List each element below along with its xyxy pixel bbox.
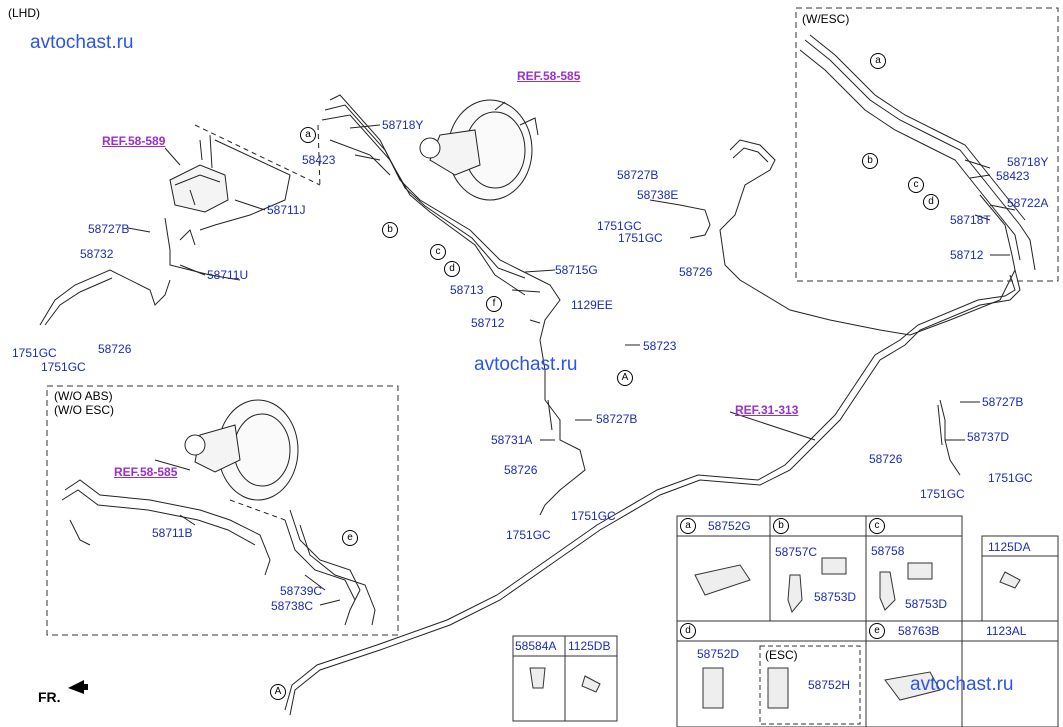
part-58726-top[interactable]: 58726 [679,265,713,279]
part-58713[interactable]: 58713 [450,283,484,297]
table-letter-b: b [773,518,789,534]
table-code-small-2[interactable]: 1125DB [568,639,611,653]
table-code-d1[interactable]: 58752D [697,647,740,661]
callout-a[interactable]: a [300,127,316,143]
table-code-d2[interactable]: 58752H [808,678,851,692]
part-58712-esc[interactable]: 58712 [950,248,984,262]
table-letter-d: d [680,623,696,639]
part-58738E[interactable]: 58738E [637,188,679,202]
part-58711J[interactable]: 58711J [267,203,306,217]
table-code-c1[interactable]: 58758 [871,544,905,558]
part-58712[interactable]: 58712 [471,316,505,330]
part-1751GC-right-1[interactable]: 1751GC [988,471,1033,485]
reference-58-585-box[interactable]: REF.58-585 [114,465,178,479]
table-code-small-1[interactable]: 58584A [515,639,557,653]
part-58715G[interactable]: 58715G [555,263,598,277]
part-1751GC-left-2[interactable]: 1751GC [41,360,86,374]
reference-58-585-top[interactable]: REF.58-585 [517,69,581,83]
brake-booster-top [419,99,539,201]
part-58726-left[interactable]: 58726 [98,342,132,356]
part-58711B[interactable]: 58711B [152,526,193,540]
variant-label: (LHD) [8,6,40,20]
part-58722A[interactable]: 58722A [1007,196,1049,210]
brake-booster-lower [184,399,299,501]
part-58711U[interactable]: 58711U [207,268,249,282]
part-58423-esc[interactable]: 58423 [996,169,1030,183]
part-58718Y-esc[interactable]: 58718Y [1007,155,1049,169]
table-code-c2[interactable]: 58753D [905,597,948,611]
part-58423[interactable]: 58423 [302,153,336,167]
part-58739C[interactable]: 58739C [280,584,323,598]
callout-A-bottom[interactable]: A [270,684,286,700]
reference-58-589[interactable]: REF.58-589 [102,134,166,148]
callout-e[interactable]: e [342,530,358,546]
callout-a-esc[interactable]: a [870,53,886,69]
part-1751GC-left-1[interactable]: 1751GC [12,346,57,360]
part-58731A[interactable]: 58731A [491,433,533,447]
reference-31-313[interactable]: REF.31-313 [735,403,799,417]
table-code-b1[interactable]: 58757C [775,545,818,559]
callout-b-esc[interactable]: b [862,153,878,169]
watermark-bottom: avtochast.ru [910,674,1014,695]
callout-f[interactable]: f [486,296,502,312]
part-58738C[interactable]: 58738C [271,599,314,613]
callout-c-esc[interactable]: c [908,177,924,193]
callout-b[interactable]: b [382,222,398,238]
watermark-middle: avtochast.ru [474,354,578,375]
part-58727B-mid[interactable]: 58727B [596,412,638,426]
part-1129EE[interactable]: 1129EE [571,298,613,312]
table-code-extra[interactable]: 1125DA [988,540,1031,554]
part-1751GC-top-1[interactable]: 1751GC [597,219,642,233]
callout-A-mid[interactable]: A [617,370,633,386]
part-58732[interactable]: 58732 [80,247,114,261]
part-58718Y[interactable]: 58718Y [382,118,424,132]
part-58727B-left[interactable]: 58727B [88,222,130,236]
part-58723[interactable]: 58723 [643,339,677,353]
callout-c[interactable]: c [430,244,446,260]
part-1751GC-top-2[interactable]: 1751GC [618,231,663,245]
part-58718T[interactable]: 58718T [950,213,991,227]
front-arrow-icon [68,680,88,694]
callout-d-esc[interactable]: d [923,194,939,210]
part-1751GC-mid-1[interactable]: 1751GC [571,509,616,523]
w-esc-label: (W/ESC) [802,12,850,26]
wo-esc-label: (W/O ESC) [54,403,114,417]
part-58727B-top[interactable]: 58727B [617,168,659,182]
front-label: FR. [38,689,61,705]
callout-d[interactable]: d [444,261,460,277]
table-code-a[interactable]: 58752G [708,519,751,533]
table-letter-c: c [869,518,885,534]
part-1751GC-right-2[interactable]: 1751GC [920,487,965,501]
part-58737D[interactable]: 58737D [967,430,1010,444]
wo-abs-label: (W/O ABS) [54,389,113,403]
part-1751GC-mid-2[interactable]: 1751GC [506,528,551,542]
abs-module [169,134,229,213]
table-letter-a: a [680,518,696,534]
table-letter-e: e [869,623,885,639]
part-58726-right[interactable]: 58726 [869,452,903,466]
part-58727B-right[interactable]: 58727B [982,395,1024,409]
table-code-e[interactable]: 58763B [898,624,940,638]
watermark-top: avtochast.ru [30,32,134,53]
table-code-b2[interactable]: 58753D [814,590,857,604]
table-code-e-extra[interactable]: 1123AL [986,624,1027,638]
part-58726-mid[interactable]: 58726 [504,463,538,477]
esc-inner-label: (ESC) [765,648,798,662]
